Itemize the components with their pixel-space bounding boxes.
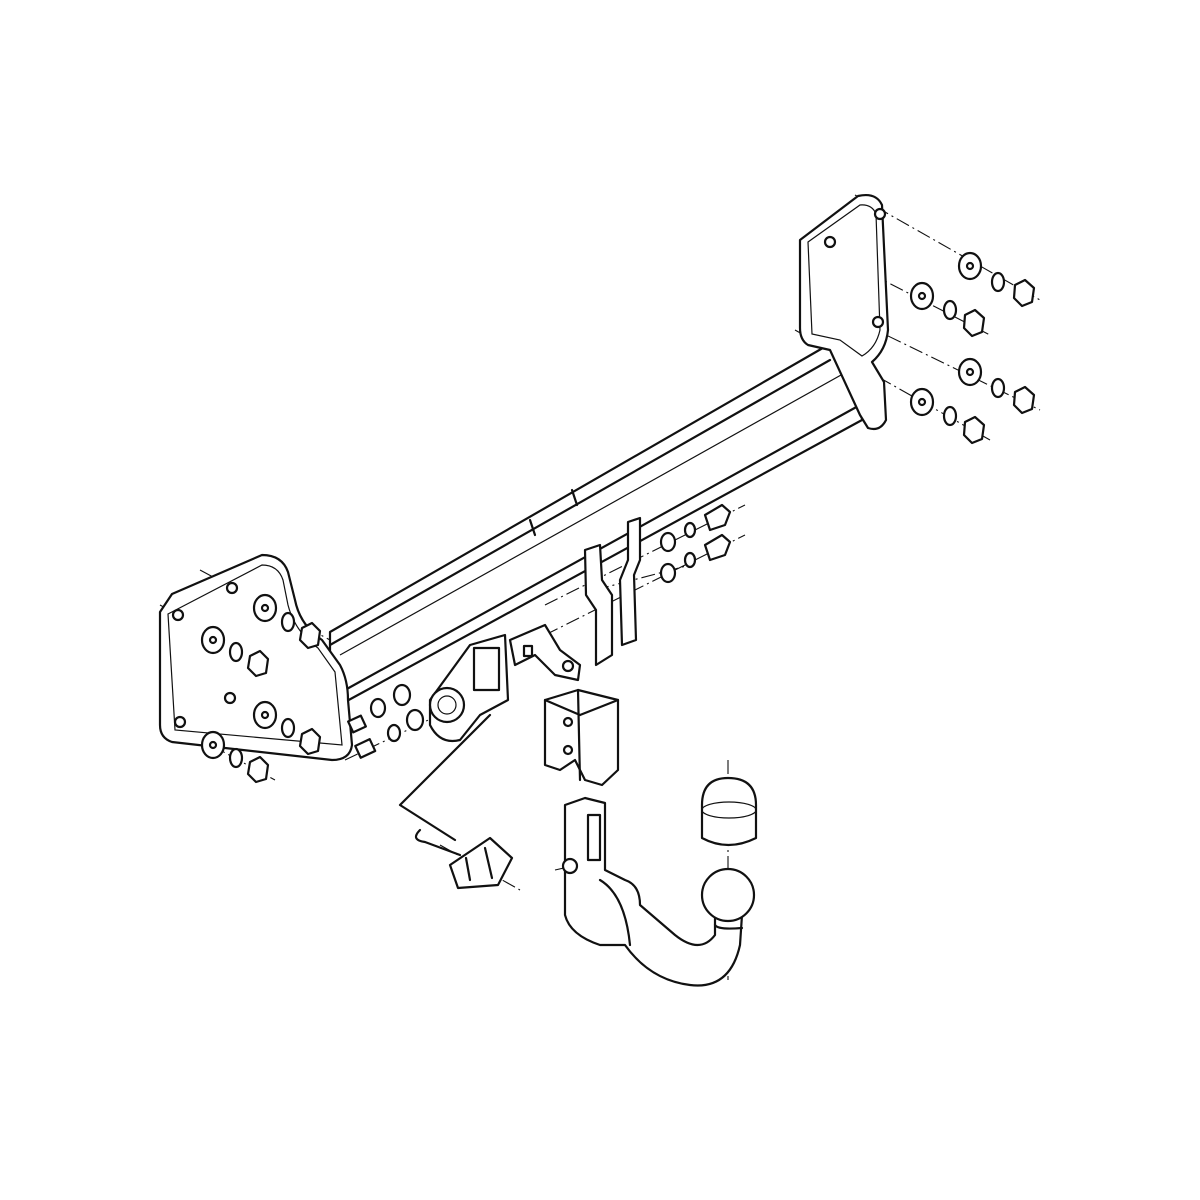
center-bracket [508, 516, 642, 682]
clamp-block [543, 688, 620, 787]
towball-neck [561, 796, 744, 987]
ball-cap [700, 776, 758, 847]
wiring-harness [398, 713, 492, 857]
right-mounting-plate [798, 193, 890, 431]
right-hardware [909, 251, 1036, 445]
electrical-socket [448, 836, 514, 890]
left-hardware [200, 593, 322, 784]
towball [700, 867, 756, 923]
socket-plate [428, 633, 510, 743]
center-hardware [347, 503, 732, 759]
